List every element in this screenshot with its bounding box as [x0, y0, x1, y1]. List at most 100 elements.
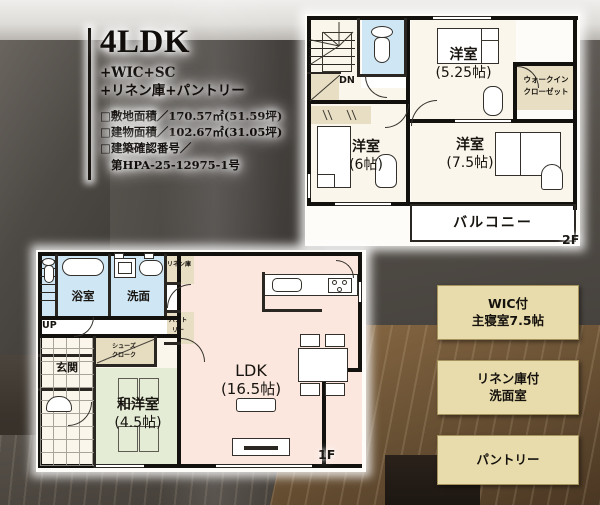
1f-window-washitsu — [96, 464, 144, 468]
1f-label-shoe-closet-line1: シューズ — [112, 343, 136, 350]
1f-tatami-mat — [139, 426, 159, 452]
1f-stair-step — [40, 292, 56, 293]
1f-wall-linen-bottom — [164, 282, 181, 285]
2f-wic-label-line2: クローゼット — [523, 87, 569, 96]
1f-stove-burner — [342, 280, 347, 285]
1f-wall-h-water-bottom — [38, 316, 181, 320]
1f-wall-pantry-top — [164, 310, 181, 313]
1f-label-ldk-size: (16.5帖) — [220, 380, 282, 398]
feature-chip-pantry-line1: パントリー — [476, 451, 540, 467]
1f-washing-machine — [139, 260, 163, 276]
2f-bed-525-headboard — [481, 28, 499, 64]
1f-wash-icon-2 — [144, 253, 154, 259]
spec-building-area: □建物面積／102.67㎡(31.05坪) — [100, 124, 283, 139]
1f-washitsu-fill — [96, 368, 181, 468]
1f-stair-step — [40, 300, 56, 301]
1f-wall-bottom — [38, 464, 362, 468]
feature-chip-wic-line2: 主寝室7.5帖 — [471, 312, 545, 328]
2f-wic-label-line1: ウォークイン — [523, 75, 569, 84]
1f-dining-chair — [325, 334, 345, 347]
2f-balcony-label: バルコニー — [453, 215, 533, 231]
1f-tatami-mat — [139, 378, 159, 404]
page-title: 4LDK — [100, 24, 191, 60]
1f-wall-right-lower — [322, 368, 326, 468]
1f-wall-right-upper — [358, 252, 362, 370]
headline-subtitle-1: +WIC+SC — [100, 65, 176, 81]
1f-wall-washitsu-left — [93, 336, 96, 468]
1f-toilet-bowl — [44, 265, 54, 283]
feature-chip-linen-line1: リネン庫付 — [476, 371, 540, 387]
2f-stair-step — [309, 64, 355, 65]
2f-wall-toilet-bottom — [357, 74, 407, 77]
2f-room-label-bedroom-6-name: 洋室 — [352, 139, 380, 155]
1f-wall-v-center-lower — [177, 348, 181, 468]
1f-wall-h-hall — [38, 334, 181, 338]
feature-chip-linen[interactable]: リネン庫付 洗面室 — [437, 360, 579, 415]
2f-stair-core — [322, 32, 352, 72]
2f-balcony-fill — [411, 205, 575, 242]
1f-label-washroom: 洗面 — [127, 289, 150, 303]
2f-balcony-rail-right — [574, 204, 576, 242]
1f-wall-washitsu-closet-bottom — [93, 364, 157, 367]
2f-room-label-bedroom-75-size: (7.5帖) — [446, 155, 494, 171]
1f-stair-step — [40, 284, 56, 285]
1f-wall-wash-right — [164, 254, 167, 316]
2f-bed-525-pillow-line — [481, 40, 499, 41]
1f-label-pantry-line1: パント — [168, 317, 188, 324]
1f-dining-chair — [325, 383, 345, 396]
2f-wall-left — [307, 16, 311, 206]
1f-wall-toilet-right — [55, 254, 58, 316]
1f-washitsu-closet-hatch — [96, 338, 156, 364]
2f-landing-hatch — [309, 74, 341, 102]
headline-block: 4LDK +WIC+SC +リネン庫+パントリー □敷地面積／170.57㎡(5… — [100, 26, 282, 173]
feature-chip-wic[interactable]: WIC付 主寝室7.5帖 — [437, 285, 579, 340]
1f-stove-burner — [337, 287, 342, 292]
2f-stair-winder-lines — [310, 22, 354, 65]
spec-permit-number: 第HPA-25-12975-1号 — [111, 157, 240, 172]
2f-balcony-rail-top — [410, 204, 576, 206]
2f-chair-75 — [541, 164, 563, 190]
1f-kitchen-sink — [272, 278, 302, 292]
1f-stair-direction-label: UP — [42, 320, 57, 331]
2f-stair-direction-label: DN — [339, 75, 355, 86]
feature-chip-pantry[interactable]: パントリー — [437, 435, 579, 485]
2f-window-bottom — [335, 202, 391, 206]
1f-window-ldk-east — [358, 282, 362, 302]
2f-wall-right-upper — [573, 16, 577, 66]
spec-land-area: □敷地面積／170.57㎡(51.59坪) — [100, 108, 283, 123]
1f-label-washitsu-name: 和洋室 — [117, 397, 159, 413]
2f-balcony-rail-left — [410, 204, 412, 242]
feature-chip-wic-line1: WIC付 — [487, 296, 529, 312]
2f-window-top — [433, 16, 491, 20]
floor-tag-2f: 2F — [562, 232, 580, 247]
2f-bed-75-side — [495, 132, 521, 176]
1f-dining-chair — [300, 383, 320, 396]
floorplan-1f: UP — [36, 250, 366, 472]
2f-wall-wic-top — [513, 62, 577, 66]
1f-bathtub — [62, 258, 104, 276]
2f-room-label-bedroom-75-name: 洋室 — [456, 137, 484, 153]
1f-stove-burner — [332, 280, 337, 285]
1f-window-ldk-south — [216, 464, 312, 468]
1f-tatami-mat — [118, 426, 138, 452]
2f-balcony-door — [455, 119, 511, 123]
background-accent-line — [88, 28, 91, 180]
1f-low-table — [236, 398, 276, 412]
1f-label-washitsu-size: (4.5帖) — [114, 415, 162, 431]
2f-wall-toilet-left — [357, 18, 360, 76]
2f-stair-step — [309, 48, 355, 49]
floorplan-2f: DN — [305, 14, 580, 246]
2f-room-label-bedroom-525-name: 洋室 — [449, 47, 478, 63]
1f-wall-washitsu-closet-right — [154, 336, 157, 366]
2f-wall-h-mid-left — [307, 100, 410, 104]
2f-balcony-rail-bottom — [410, 240, 576, 242]
1f-kitchen-wall — [262, 272, 265, 312]
feature-chip-linen-line2: 洗面室 — [489, 387, 527, 403]
2f-wall-toilet-right — [404, 18, 407, 76]
1f-kitchen-wall-h — [262, 309, 322, 312]
1f-label-bath: 浴室 — [71, 289, 95, 303]
1f-wash-icon-1 — [114, 253, 124, 259]
2f-room-label-bedroom-6-size: (6帖) — [349, 157, 383, 173]
2f-room-label-bedroom-525-size: (5.25帖) — [435, 65, 492, 81]
